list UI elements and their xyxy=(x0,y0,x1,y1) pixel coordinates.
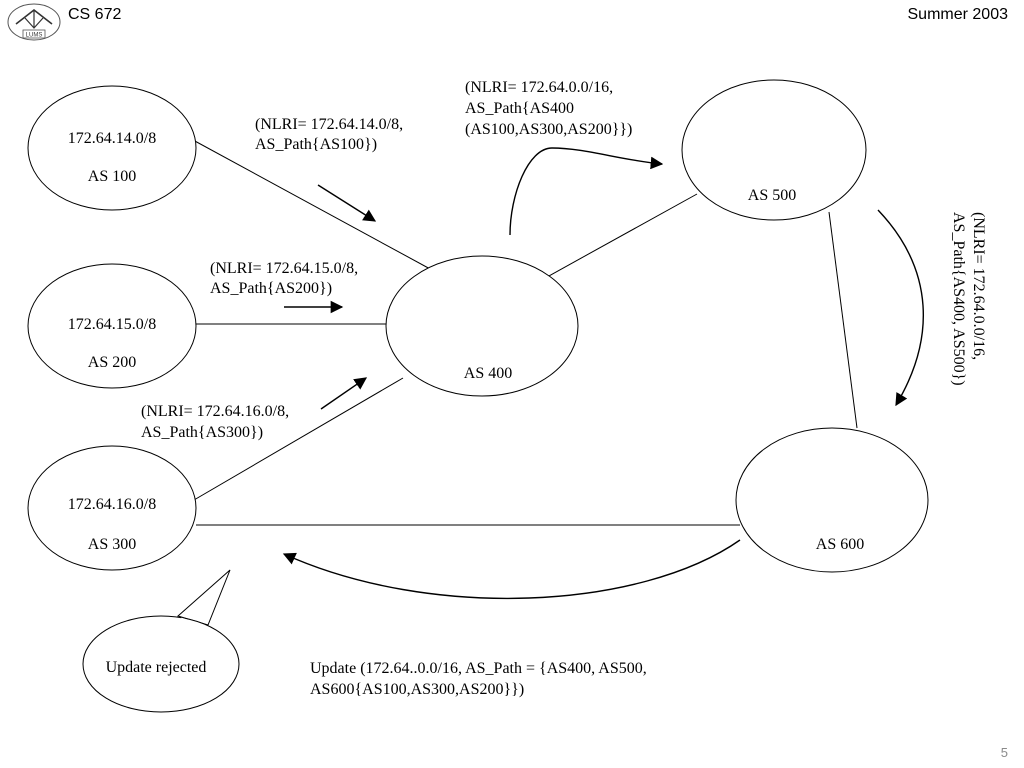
msg-as400-line3: (AS100,AS300,AS200}}) xyxy=(465,121,632,138)
node-as500: AS 500 xyxy=(681,79,867,221)
svg-text:LUMS: LUMS xyxy=(26,33,43,39)
as200-label: AS 200 xyxy=(88,354,136,371)
msg-as500-rotated: (NLRI= 172.64.0.0/16, AS_Path{AS400, AS5… xyxy=(950,212,987,386)
msg-as300-line2: AS_Path{AS300}) xyxy=(141,424,263,441)
course-code: CS 672 xyxy=(68,6,122,23)
msg-as100-line1: (NLRI= 172.64.14.0/8, xyxy=(255,116,403,133)
link-as300-as400 xyxy=(193,377,404,501)
advert-arrows xyxy=(282,147,924,600)
arrow-as600-to-as300 xyxy=(282,539,741,600)
msg-as500-line2: AS_Path{AS400, AS500}) xyxy=(950,212,967,386)
msg-as400-line2: AS_Path{AS400 xyxy=(465,100,574,117)
as200-prefix: 172.64.15.0/8 xyxy=(68,316,156,333)
as400-label: AS 400 xyxy=(464,365,512,382)
as600-label: AS 600 xyxy=(816,536,864,553)
msg-as600-line1: Update (172.64..0.0/16, AS_Path = {AS400… xyxy=(310,660,647,677)
link-as100-as400 xyxy=(192,139,433,271)
msg-as500-line1: (NLRI= 172.64.0.0/16, xyxy=(970,212,987,360)
arrow-as100-to-as400 xyxy=(317,184,377,222)
node-as300: 172.64.16.0/8 AS 300 xyxy=(27,445,197,571)
callout-update-rejected: Update rejected xyxy=(82,569,240,713)
link-as500-as600 xyxy=(828,211,858,429)
msg-as300-line1: (NLRI= 172.64.16.0/8, xyxy=(141,403,289,420)
as100-label: AS 100 xyxy=(88,168,136,185)
links xyxy=(192,139,858,526)
node-as400: AS 400 xyxy=(385,255,579,397)
callout-text: Update rejected xyxy=(106,659,207,676)
as300-label: AS 300 xyxy=(88,536,136,553)
term-label: Summer 2003 xyxy=(907,6,1009,23)
msg-as400-line1: (NLRI= 172.64.0.0/16, xyxy=(465,79,613,96)
arrow-as400-to-as500 xyxy=(509,147,664,236)
as500-label: AS 500 xyxy=(748,187,796,204)
lums-logo-icon: LUMS xyxy=(7,3,61,41)
msg-as200-line1: (NLRI= 172.64.15.0/8, xyxy=(210,260,358,277)
as100-prefix: 172.64.14.0/8 xyxy=(68,130,156,147)
as300-prefix: 172.64.16.0/8 xyxy=(68,496,156,513)
msg-as200-line2: AS_Path{AS200}) xyxy=(210,280,332,297)
arrow-as500-to-as600 xyxy=(877,209,924,407)
node-as600: AS 600 xyxy=(735,427,929,573)
link-as400-as500 xyxy=(546,193,698,278)
arrow-as300-to-as400 xyxy=(320,377,368,410)
node-as100: 172.64.14.0/8 AS 100 xyxy=(27,85,197,211)
node-as200: 172.64.15.0/8 AS 200 xyxy=(27,263,197,389)
page-number: 5 xyxy=(1000,745,1008,760)
msg-as100-line2: AS_Path{AS100}) xyxy=(255,136,377,153)
msg-as600-line2: AS600{AS100,AS300,AS200}}) xyxy=(310,681,524,698)
